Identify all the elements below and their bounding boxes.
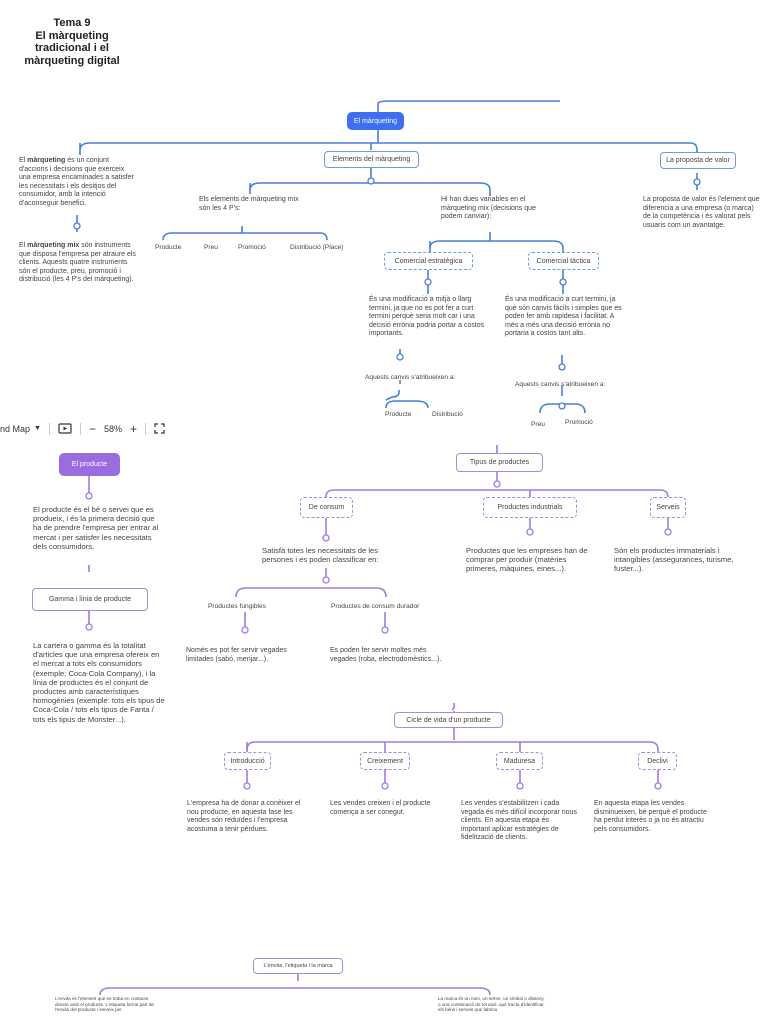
atribueixen-label: Aquests canvis s'atribueixen a: [365,374,456,381]
node-label: Comercial estratègica [394,257,463,265]
node-label: L'envàs, l'etiqueta i la marca [263,963,333,969]
root-node-label: El producte [71,461,108,468]
stage-text: L'empresa ha de donar a conèixer el nou … [187,800,301,833]
toolbar-divider [145,422,147,435]
text-fragment: El [19,157,28,164]
view-dropdown[interactable]: nd Map ▼ [0,424,41,434]
node-label: Creixement [367,757,403,765]
variables-label: Hi han dues variables en el màrqueting m… [441,196,536,221]
node-comercial-estrategica[interactable]: Comercial estratègica [384,252,473,270]
text-fragment: El [19,242,28,249]
zoom-level: 58% [103,423,122,434]
bold-term: màrqueting mix [27,242,80,249]
node-label: Declivi [647,757,668,765]
view-label: nd Map [0,423,31,434]
map-toolbar: nd Map ▼ − 58% + [0,418,230,439]
tactica-item[interactable]: Preu [531,421,545,428]
proposta-valor-text: La proposta de valor és l'element que di… [643,196,760,229]
node-label: Elements del màrqueting [332,156,411,163]
durador-label[interactable]: Productes de consum durador [331,603,420,610]
four-p-item[interactable]: Promoció [238,244,266,251]
node-label: Tipus de productes [469,459,530,466]
envas-text: L'envàs és l'element que es troba en con… [55,996,154,1013]
bold-term: màrqueting [27,157,66,164]
estrategica-item[interactable]: Distribució [432,411,463,418]
four-p-item[interactable]: Preu [204,244,218,251]
toolbar-divider [79,422,81,435]
industrials-text: Productes que les empreses han de compra… [466,546,588,574]
node-label: De consum [308,504,345,511]
node-gamma-linia[interactable]: Gamma i línia de producte [32,588,148,611]
producte-definition: El producte és el bé o servei que es pro… [33,505,159,551]
stage-node[interactable]: Declivi [638,752,677,770]
gamma-text: La cartera o gamma és la totalitat d'art… [33,641,165,724]
node-productes-industrials[interactable]: Productes industrials [483,497,577,518]
tactica-item[interactable]: Promoció [565,419,593,426]
zoom-out-button[interactable]: − [88,421,96,436]
node-tipus-productes[interactable]: Tipus de productes [456,453,543,472]
title-line-2: El màrqueting [35,29,109,42]
node-label: Comercial tàctica [536,257,591,265]
marca-text: La marca és un nom, un terme, un símbol … [438,996,545,1013]
node-label: Gamma i línia de producte [48,596,132,603]
four-p-item[interactable]: Producte [155,244,182,251]
zoom-in-button[interactable]: + [130,421,138,436]
stage-text: En aquesta etapa les vendes disminueixen… [594,800,707,833]
estrategica-item[interactable]: Producte [385,411,412,418]
text-fragment: és un conjunt d'accions i decisions que … [19,157,134,207]
estrategica-text: És una modificació a mitjà o llarg termi… [369,296,485,338]
definition-marqueting: El màrqueting és un conjunt d'accions i … [19,157,137,209]
stage-node[interactable]: Introducció [224,752,271,770]
fungibles-text: Només es pot fer servir vegades limitade… [186,647,287,663]
title-line-4: màrqueting digital [24,54,120,67]
stage-node[interactable]: Maduresa [496,752,543,770]
node-label: La proposta de valor [666,157,730,164]
node-de-consum[interactable]: De consum [300,497,353,518]
presentation-icon[interactable] [58,422,72,435]
consum-text: Satisfà totes les necessitats de les per… [262,546,379,565]
node-label: Cicle de vida d'un producte [406,716,491,724]
stage-text: Les vendes creixen i el producte comença… [330,800,431,816]
node-serveis[interactable]: Serveis [650,497,686,518]
fungibles-label[interactable]: Productes fungibles [208,603,266,610]
node-envas-etiqueta-marca[interactable]: L'envàs, l'etiqueta i la marca [253,958,343,974]
four-p-item[interactable]: Distribució (Place) [290,244,344,251]
four-p-label: Els elements de màrqueting mix són les 4… [199,196,299,212]
toolbar-divider [48,422,50,435]
text-fragment: són instruments que disposa l'empresa pe… [19,242,136,284]
title-line-1: Tema 9 [53,17,91,29]
definition-marqueting-mix: El màrqueting mix són instruments que di… [19,242,137,285]
node-label: Serveis [656,504,680,511]
tactica-text: És una modificació a curt termini, ja qu… [505,296,622,338]
node-comercial-tactica[interactable]: Comercial tàctica [528,252,599,270]
durador-text: Es poden fer servir moltes més vegades (… [330,647,442,663]
node-proposta-valor[interactable]: La proposta de valor [660,152,736,169]
atribueixen-label: Aquests canvis s'atribueixen a: [515,381,606,388]
node-elements-marqueting[interactable]: Elements del màrqueting [324,151,419,168]
document-title: Tema 9 El màrqueting tradicional i el mà… [16,17,128,67]
root-node-marqueting[interactable]: El màrqueting [347,112,404,130]
title-line-3: tradicional i el [35,42,109,54]
node-label: Introducció [230,757,265,765]
stage-text: Les vendes s'estabilitzen i cada vegada … [461,800,577,842]
serveis-text: Són els productes immaterials i intangib… [614,546,734,574]
node-label: Productes industrials [497,504,563,511]
node-cicle-vida[interactable]: Cicle de vida d'un producte [394,712,503,728]
fit-screen-icon[interactable] [154,423,165,434]
root-node-producte[interactable]: El producte [59,453,120,476]
node-label: Maduresa [503,757,536,765]
stage-node[interactable]: Creixement [360,752,410,770]
root-node-label: El màrqueting [353,117,398,125]
chevron-down-icon: ▼ [34,425,41,432]
